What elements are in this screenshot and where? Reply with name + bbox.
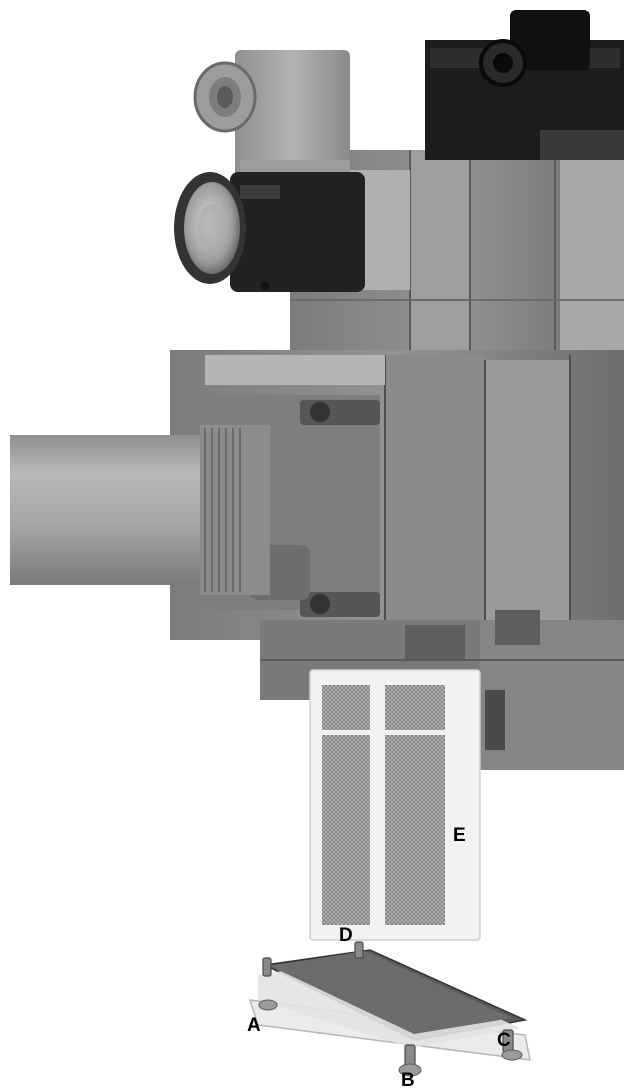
cover-plate	[248, 941, 531, 1077]
callout-e: E	[453, 825, 466, 846]
inlet-pipe	[10, 425, 270, 595]
callout-b: B	[401, 1070, 415, 1091]
filter-element	[309, 669, 481, 941]
black-plug-connector	[425, 10, 624, 160]
callout-a: A	[247, 1015, 261, 1036]
pressure-switch	[174, 172, 365, 292]
callout-d: D	[339, 925, 353, 946]
callout-c: C	[497, 1030, 511, 1051]
grey-plug-connector	[193, 50, 350, 185]
